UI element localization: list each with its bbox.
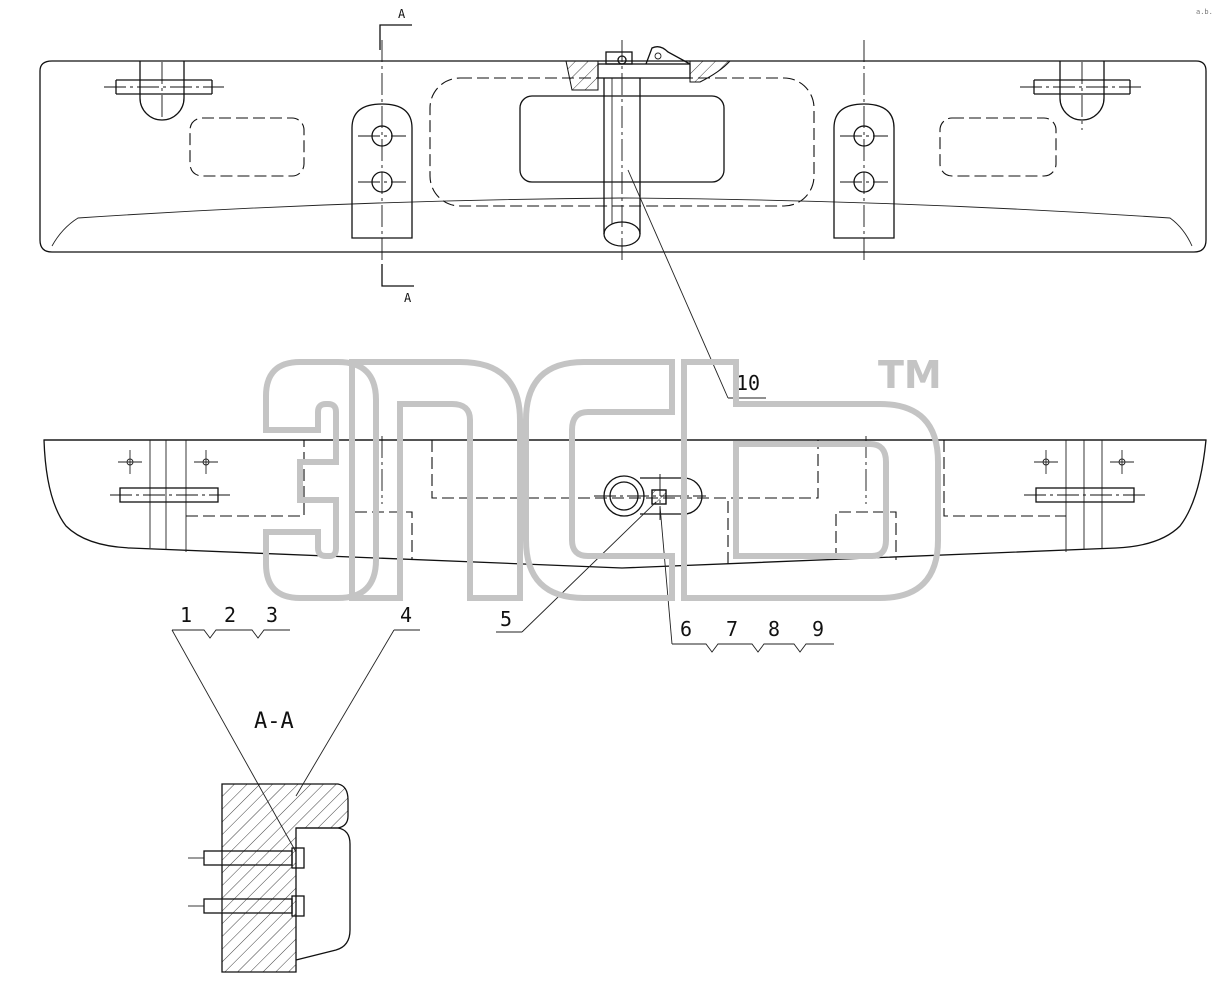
front-view: [43, 436, 1207, 569]
leader-4: 4: [295, 603, 420, 797]
callout-1: 1: [180, 603, 192, 627]
leader-5: 5: [496, 501, 657, 633]
callout-8: 8: [768, 617, 780, 641]
section-marker-bottom: A: [381, 264, 414, 305]
callout-3: 3: [266, 603, 278, 627]
callout-7: 7: [726, 617, 738, 641]
callout-2: 2: [224, 603, 236, 627]
callout-9: 9: [812, 617, 824, 641]
section-label-bottom: A: [404, 291, 412, 305]
section-title: A-A: [254, 709, 294, 734]
callout-5: 5: [500, 607, 512, 631]
callout-4: 4: [400, 603, 412, 627]
leader-6-9: 6 7 8 9: [659, 505, 834, 653]
watermark-tm: TM: [878, 353, 942, 397]
watermark-logo: TM: [263, 353, 942, 601]
section-label-top: A: [398, 7, 406, 21]
callout-6: 6: [680, 617, 692, 641]
section-marker-top: A: [379, 7, 412, 50]
corner-note: a.b.: [1196, 8, 1213, 16]
top-view: [39, 40, 1207, 262]
leader-1-3: 1 2 3: [171, 603, 297, 853]
section-a-a: A-A: [188, 709, 351, 973]
callout-10: 10: [736, 371, 760, 395]
